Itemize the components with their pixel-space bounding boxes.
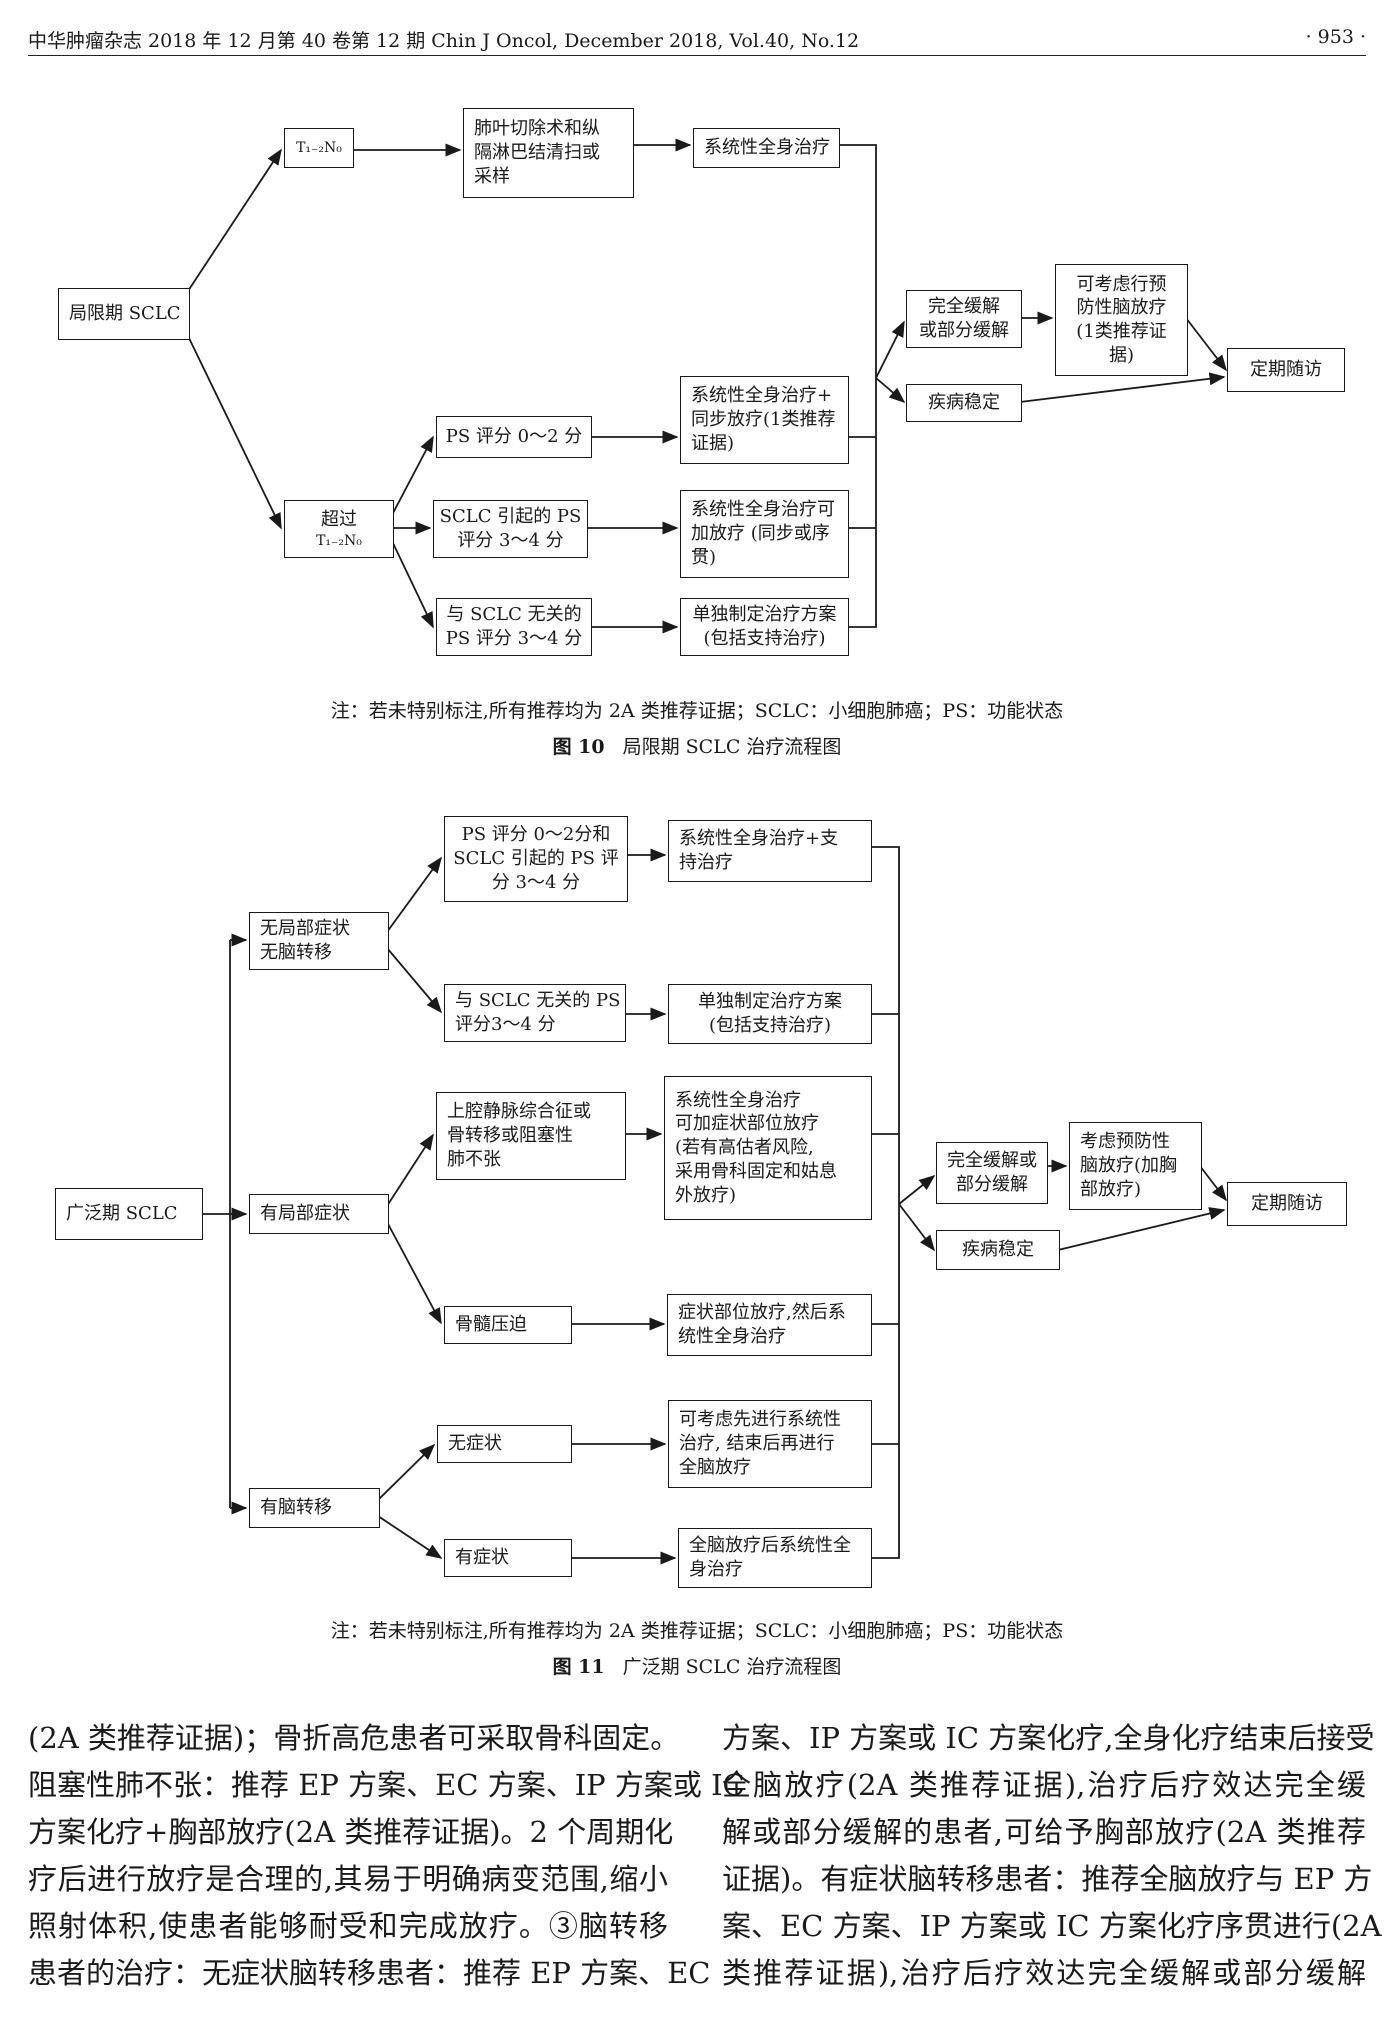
node-local-symptoms: 有局部症状 (249, 1194, 389, 1234)
edge-stable-followup (1019, 372, 1226, 403)
body-line: 全脑放疗(2A 类推荐证据),治疗后疗效达完全缓 (722, 1768, 1366, 1802)
node-chemo-then-wbrt: 可考虑先进行系统性 治疗, 结束后再进行 全脑放疗 (668, 1400, 872, 1488)
node-individual-plan: 单独制定治疗方案 (包括支持治疗) (680, 598, 849, 656)
node-unrelated-ps: 与 SCLC 无关的 PS 评分3～4 分 (444, 984, 626, 1042)
figure10-note: 注：若未特别标注,所有推荐均为 2A 类推荐证据；SCLC：小细胞肺癌；PS：功… (330, 700, 1064, 722)
edge-nolocal-unrelated (386, 947, 443, 1014)
edge-beyond-ps02 (391, 435, 434, 516)
node-follow-up-ext: 定期随访 (1227, 1182, 1347, 1226)
node-limited-sclc: 局限期 SCLC (58, 288, 190, 340)
edge-limited-beyond (187, 335, 282, 530)
body-line: 解或部分缓解的患者,可给予胸部放疗(2A 类推荐 (722, 1815, 1366, 1849)
node-ps-0-2: PS 评分 0～2 分 (436, 416, 592, 458)
edge-limited-t12n0 (187, 148, 282, 292)
node-no-local-symptoms: 无局部症状 无脑转移 (249, 912, 389, 970)
node-follow-up: 定期随访 (1227, 348, 1345, 392)
journal-header: 中华肿瘤杂志 2018 年 12 月第 40 卷第 12 期 Chin J On… (28, 30, 860, 52)
node-systemic-therapy: 系统性全身治疗 (693, 128, 840, 168)
figure11-caption: 图 11 广泛期 SCLC 治疗流程图 (0, 1652, 1394, 1679)
edge-local-cord (386, 1221, 442, 1325)
collector-line-fig10 (838, 144, 877, 628)
node-individual-plan-ext: 单独制定治疗方案 (包括支持治疗) (668, 984, 872, 1044)
body-column-left: (2A 类推荐证据)；骨折高危患者可采取骨科固定。 阻塞性肺不张：推荐 EP 方… (28, 1715, 745, 1997)
collector-line-fig11 (870, 846, 900, 1559)
node-ps-3-4-unrelated: 与 SCLC 无关的 PS 评分 3～4 分 (436, 598, 592, 656)
body-line: 证据)。有症状脑转移患者：推荐全脑放疗与 EP 方 (722, 1862, 1373, 1896)
body-line: (2A 类推荐证据)；骨折高危患者可采取骨科固定。 (28, 1721, 680, 1755)
figure11-title: 广泛期 SCLC 治疗流程图 (622, 1656, 842, 1678)
node-asymptomatic: 无症状 (437, 1425, 572, 1463)
node-chemo-optional-rt: 系统性全身治疗可 加放疗 (同步或序 贯) (680, 490, 849, 578)
body-line: 阻塞性肺不张：推荐 EP 方案、EC 方案、IP 方案或 IC (28, 1768, 745, 1802)
body-line: 类推荐证据),治疗后疗效达完全缓解或部分缓解 (722, 1956, 1366, 1990)
node-svc-bone-atelectasis: 上腔静脉综合征或 骨转移或阻塞性 肺不张 (436, 1092, 626, 1180)
node-pci: 可考虑行预 防性脑放疗 (1类推荐证 据) (1055, 264, 1188, 376)
edge-collector-response11 (898, 1174, 936, 1205)
edge-collector-stable (875, 377, 906, 404)
page-number: · 953 · (1305, 26, 1366, 48)
node-chemo-concurrent-rt: 系统性全身治疗+ 同步放疗(1类推荐 证据) (680, 376, 849, 464)
node-beyond-t12n0: 超过 T₁₋₂N₀ (284, 500, 394, 558)
node-brain-metastases: 有脑转移 (249, 1488, 380, 1528)
running-header: 中华肿瘤杂志 2018 年 12 月第 40 卷第 12 期 Chin J On… (28, 22, 1366, 56)
node-pci-ext: 考虑预防性 脑放疗(加胸 部放疗) (1069, 1122, 1202, 1210)
node-complete-partial-response-ext: 完全缓解或 部分缓解 (936, 1142, 1048, 1204)
body-line: 患者的治疗：无症状脑转移患者：推荐 EP 方案、EC (28, 1956, 711, 1990)
edge-pci-followup11 (1199, 1165, 1227, 1202)
node-chemo-supportive: 系统性全身治疗+支 持治疗 (668, 820, 872, 882)
node-t12n0: T₁₋₂N₀ (284, 128, 354, 168)
edge-brain-asym (377, 1443, 436, 1501)
edge-collector-response (875, 320, 905, 379)
node-spinal-cord-compression: 骨髓压迫 (444, 1306, 572, 1344)
node-stable-disease: 疾病稳定 (906, 384, 1022, 422)
edge-stable-followup11 (1057, 1207, 1226, 1251)
node-stable-disease-ext: 疾病稳定 (936, 1230, 1060, 1270)
body-line: 照射体积,使患者能够耐受和完成放疗。③脑转移 (28, 1909, 668, 1943)
edge-beyond-unrelated (391, 540, 434, 629)
node-extensive-sclc: 广泛期 SCLC (55, 1188, 203, 1240)
edge-collector-stable11 (898, 1203, 935, 1252)
figure10-title: 局限期 SCLC 治疗流程图 (622, 736, 842, 758)
node-resection: 肺叶切除术和纵 隔淋巴结清扫或 采样 (463, 108, 634, 198)
node-ps-0-2-and-sclc-ps: PS 评分 0～2分和 SCLC 引起的 PS 评 分 3～4 分 (444, 816, 628, 902)
figure11-number: 图 11 (552, 1656, 605, 1678)
edge-brain-sym (377, 1515, 443, 1559)
node-site-rt-then-chemo: 症状部位放疗,然后系 统性全身治疗 (667, 1294, 872, 1356)
node-symptomatic: 有症状 (444, 1539, 572, 1577)
figure10-caption: 图 10 局限期 SCLC 治疗流程图 (0, 732, 1394, 759)
edge-local-svc (386, 1133, 434, 1207)
body-line: 方案、IP 方案或 IC 方案化疗,全身化疗结束后接受 (722, 1721, 1375, 1755)
node-wbrt-then-chemo: 全脑放疗后系统性全 身治疗 (678, 1528, 872, 1588)
node-ps-3-4-sclc: SCLC 引起的 PS 评分 3～4 分 (433, 500, 588, 558)
body-column-right: 方案、IP 方案或 IC 方案化疗,全身化疗结束后接受 全脑放疗(2A 类推荐证… (722, 1715, 1382, 1997)
figure10-number: 图 10 (552, 736, 605, 758)
edge-nolocal-ps02 (386, 856, 442, 933)
edge-pci-followup (1185, 317, 1227, 372)
node-complete-partial-response: 完全缓解 或部分缓解 (906, 290, 1022, 348)
body-line: 疗后进行放疗是合理的,其易于明确病变范围,缩小 (28, 1862, 668, 1896)
node-chemo-local-rt: 系统性全身治疗 可加症状部位放疗 (若有高估者风险, 采用骨科固定和姑息 外放疗… (664, 1076, 872, 1220)
body-line: 案、EC 方案、IP 方案或 IC 方案化疗序贯进行(2A (722, 1909, 1382, 1943)
figure11-note: 注：若未特别标注,所有推荐均为 2A 类推荐证据；SCLC：小细胞肺癌；PS：功… (330, 1620, 1064, 1642)
header-rule (28, 55, 1366, 56)
body-line: 方案化疗+胸部放疗(2A 类推荐证据)。2 个周期化 (28, 1815, 674, 1849)
